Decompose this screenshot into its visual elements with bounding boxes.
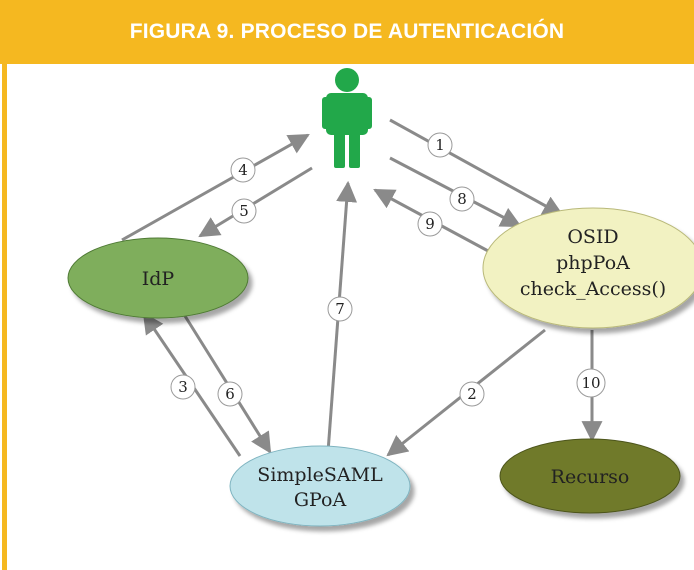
figure-title-bar: FIGURA 9. PROCESO DE AUTENTICACIÓN xyxy=(0,0,694,64)
step-label-9: 9 xyxy=(425,215,435,233)
idp-node: IdP xyxy=(67,237,249,319)
figure-title: FIGURA 9. PROCESO DE AUTENTICACIÓN xyxy=(129,20,565,43)
step-badge-4 xyxy=(230,157,256,183)
step-label-4: 4 xyxy=(238,161,248,179)
step-badge-8 xyxy=(449,186,475,212)
osid-label-line-2: phpPoA xyxy=(556,252,630,274)
step-badge-9 xyxy=(417,211,443,237)
step-label-10: 10 xyxy=(581,374,600,392)
arrow-6 xyxy=(178,307,272,454)
step-badge-6 xyxy=(217,381,243,407)
step-badge-1 xyxy=(427,132,453,158)
step-label-7: 7 xyxy=(335,300,345,318)
step-badge-10 xyxy=(576,368,606,398)
step-label-6: 6 xyxy=(225,385,235,403)
recurso-label: Recurso xyxy=(551,466,630,488)
step-label-2: 2 xyxy=(467,385,477,403)
osid-node: OSID phpPoA check_Access() xyxy=(482,207,694,329)
person-icon xyxy=(322,68,372,168)
recurso-node: Recurso xyxy=(499,438,681,514)
step-badge-7 xyxy=(327,296,353,322)
arrow-5 xyxy=(198,166,313,238)
simplesaml-label-line-2: GPoA xyxy=(294,489,347,511)
step-badge-2 xyxy=(459,381,485,407)
step-label-8: 8 xyxy=(457,190,467,208)
step-label-3: 3 xyxy=(178,378,188,396)
step-badge-5 xyxy=(231,198,257,224)
step-badge-3 xyxy=(170,374,196,400)
step-label-1: 1 xyxy=(435,136,445,154)
simplesaml-node: SimpleSAML GPoA xyxy=(229,445,411,527)
step-label-5: 5 xyxy=(239,202,249,220)
osid-label-line-1: OSID xyxy=(567,226,618,248)
osid-label-line-3: check_Access() xyxy=(520,278,666,300)
arrow-1 xyxy=(389,118,564,217)
left-accent-rule xyxy=(2,64,7,570)
idp-label: IdP xyxy=(142,268,175,290)
simplesaml-label-line-1: SimpleSAML xyxy=(257,464,383,486)
arrow-4 xyxy=(121,133,310,242)
